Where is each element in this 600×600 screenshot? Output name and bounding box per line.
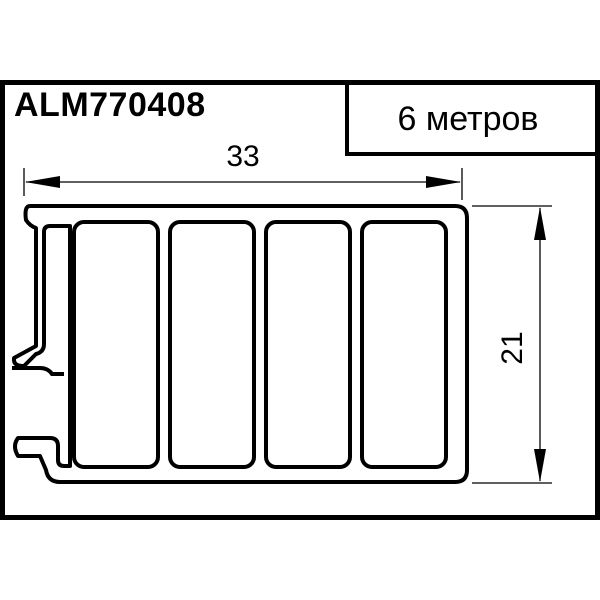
length-label: 6 метров [397, 99, 539, 138]
chamber-4 [360, 220, 448, 469]
chamber-1 [72, 220, 160, 469]
height-dimension [472, 205, 552, 484]
length-box-border [345, 82, 598, 156]
article-code: ALM770408 [14, 86, 206, 124]
profile-chambers [72, 220, 448, 469]
height-dimension-label: 21 [496, 331, 529, 364]
width-dimension-label: 33 [226, 140, 259, 173]
drawing-border [0, 80, 600, 520]
chamber-3 [264, 220, 352, 469]
chamber-2 [168, 220, 256, 469]
lower-groove-tip [12, 366, 64, 376]
width-dimension [23, 168, 463, 200]
profile-outline [12, 204, 469, 484]
